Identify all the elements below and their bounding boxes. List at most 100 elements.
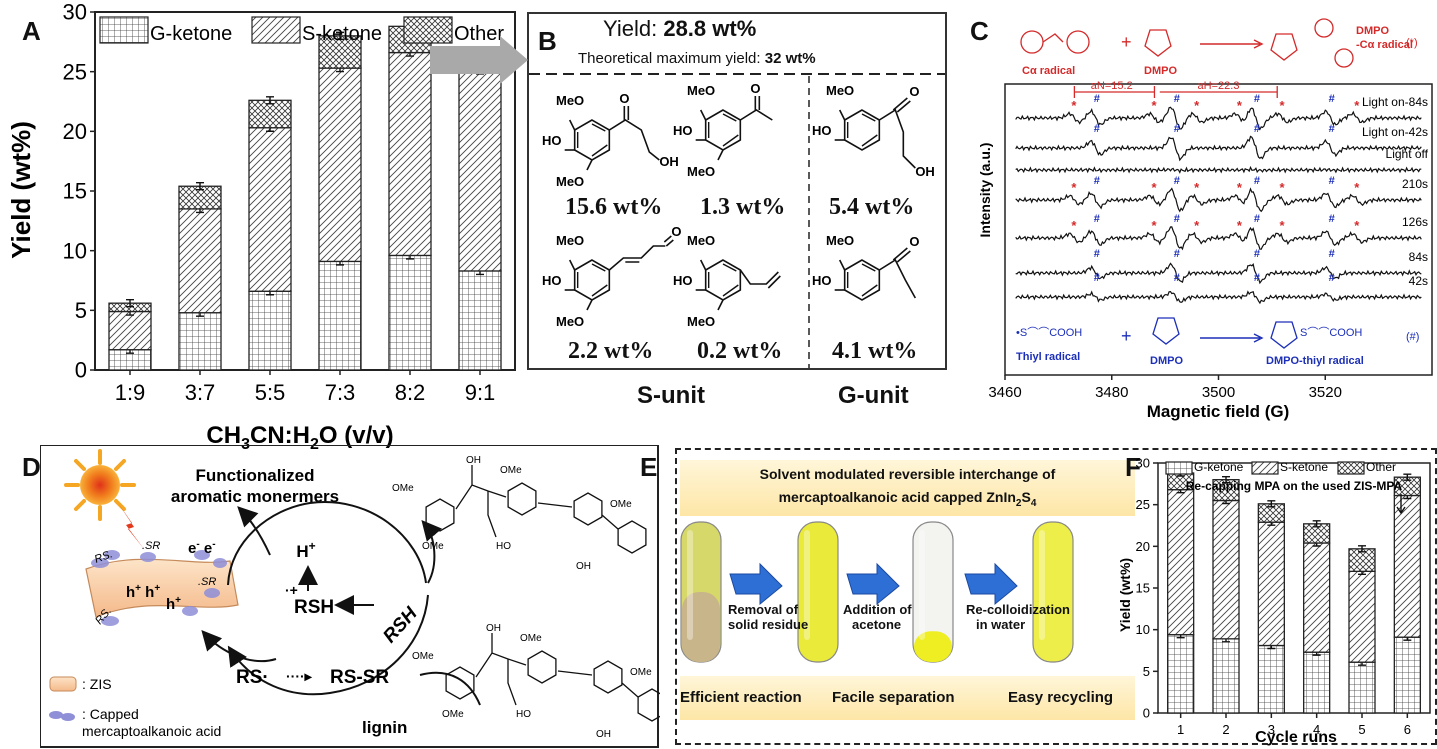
rsh-label: RSH — [379, 602, 422, 647]
ah-label: aH=22.3 — [1198, 80, 1240, 92]
epr-trace — [1015, 135, 1422, 162]
f-legend-swatch — [1165, 461, 1193, 475]
phenyl-ring — [1066, 30, 1090, 54]
f-error-bar — [1312, 520, 1321, 528]
reaction-arrow-bottom — [1200, 333, 1264, 343]
f-xtick-label: 6 — [1404, 722, 1411, 737]
phenyl-ring — [1020, 30, 1044, 54]
dmpo-ring-2 — [1152, 317, 1180, 345]
hash-marker: # — [1329, 175, 1335, 187]
a-xtick-label: 1:9 — [115, 380, 146, 405]
thiyl-label: Thiyl radical — [1016, 351, 1080, 363]
benzene-ring — [843, 259, 881, 301]
hash-marker: # — [1174, 213, 1180, 225]
d-title-2: aromatic monermers — [171, 487, 339, 506]
bond — [568, 259, 576, 271]
star-marker: * — [1151, 180, 1157, 195]
lignin-ome: OMe — [630, 667, 652, 678]
yield-value: 28.8 wt% — [663, 16, 757, 41]
chart-a-ylabel: Yield (wt%) — [6, 121, 36, 259]
hash-marker: # — [1094, 272, 1100, 284]
zis-legend-label: : ZIS — [82, 676, 112, 692]
lignin-oh: HO — [496, 541, 511, 552]
hash-marker: # — [1329, 93, 1335, 105]
adduct-label-top: DMPO — [1356, 25, 1389, 37]
oh-label: OH — [915, 164, 935, 179]
panel-b-frame — [527, 12, 947, 370]
f-ytick-label: 5 — [1143, 664, 1150, 679]
a-ytick-label: 30 — [63, 0, 87, 25]
tube-contents — [682, 592, 720, 662]
f-ytick-label: 30 — [1136, 456, 1150, 471]
c-xtick-label: 3460 — [988, 384, 1021, 401]
hash-marker: # — [1174, 272, 1180, 284]
bond — [568, 119, 576, 131]
epr-trace-label: 42s — [1409, 274, 1428, 288]
meo-label: MeO — [687, 233, 715, 248]
a-error-bar — [196, 182, 204, 191]
carbonyl — [892, 247, 911, 263]
f-legend-label: S-ketone — [1280, 460, 1328, 474]
theory-label: Theoretical maximum yield: — [578, 50, 765, 67]
bond — [1042, 33, 1064, 43]
tube-highlight — [687, 530, 693, 640]
benzene-ring — [843, 109, 881, 151]
a-bar-g-ketone — [458, 270, 502, 371]
phenyl-ring — [1314, 18, 1334, 38]
epr-trace — [1015, 226, 1422, 251]
lignin-ome: OMe — [500, 465, 522, 476]
c-xtick-label: 3480 — [1095, 384, 1128, 401]
lignin-label: lignin — [362, 718, 407, 737]
a-xtick-label: 3:7 — [185, 380, 216, 405]
radical-cation-mark: ·+ — [285, 582, 298, 598]
catalytic-cycle — [227, 501, 427, 586]
f-ytick-label: 15 — [1136, 581, 1150, 596]
a-ytick-label: 15 — [63, 179, 87, 204]
epr-trace — [1015, 262, 1422, 285]
plus-sign: + — [1121, 32, 1132, 52]
tube-body — [797, 521, 839, 663]
theory-line: Theoretical maximum yield: 32 wt% — [578, 50, 816, 67]
splitting-bracket — [1073, 86, 1278, 98]
panel-e-footer — [680, 676, 1135, 720]
step-arrow — [846, 562, 900, 606]
a-legend-label: G-ketone — [150, 23, 232, 45]
adduct-label-top-2: -Cα radical — [1356, 39, 1413, 51]
f-error-bar — [1403, 473, 1412, 481]
star-marker: * — [1071, 98, 1077, 113]
zis-sheet — [85, 558, 239, 618]
ho-label: HO — [673, 123, 693, 138]
panel-e-graphic — [680, 521, 1074, 663]
rs-small-label: RS. — [93, 548, 114, 566]
star-marker: * — [1237, 218, 1243, 233]
a-bar-s-ketone — [108, 310, 152, 351]
h-plus-label: H+ — [296, 539, 315, 561]
epr-trace — [1015, 187, 1422, 213]
hash-marker: # — [1174, 93, 1180, 105]
star-marker: * — [1237, 180, 1243, 195]
side-chain — [608, 119, 660, 161]
epr-trace — [1015, 290, 1422, 305]
hash-marker: # — [1094, 93, 1100, 105]
a-error-bar — [336, 31, 344, 41]
a-bar-g-ketone — [248, 290, 292, 371]
double-bond — [625, 235, 674, 263]
tube-highlight — [1039, 530, 1045, 640]
lignin-ring — [507, 482, 537, 516]
product-pct-4: 2.2 wt% — [568, 338, 654, 364]
panel-label-d: D — [22, 452, 41, 482]
benzene-ring-double-bonds — [707, 113, 739, 147]
benzene-ring — [704, 259, 742, 301]
f-legend-swatch — [1251, 461, 1279, 475]
test-tube — [1032, 521, 1074, 663]
f-bar-g-ketone — [1393, 636, 1421, 714]
side-chain — [878, 108, 916, 169]
lignin-ring — [617, 520, 647, 554]
meo-label: MeO — [556, 174, 584, 189]
product-pct-3: 5.4 wt% — [829, 194, 915, 220]
bond — [717, 299, 724, 311]
f-bar-g-ketone — [1257, 644, 1285, 714]
sun-icon — [64, 449, 144, 549]
